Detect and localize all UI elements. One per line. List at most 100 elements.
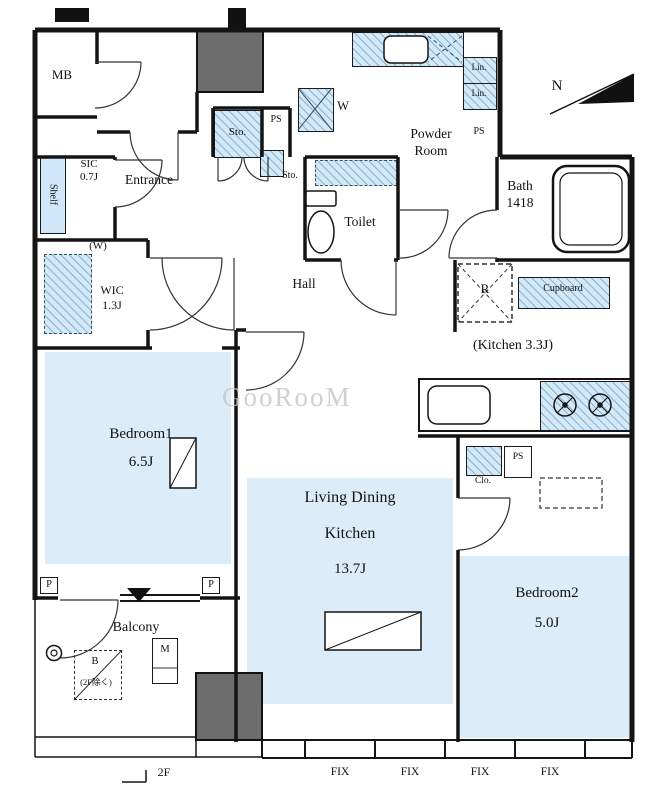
- stove-burners: [553, 393, 612, 417]
- toilet-tank: [305, 190, 337, 207]
- void-blocks: [55, 8, 264, 741]
- gray-shaft-top: [196, 29, 264, 93]
- bedroom1-size-label: 6.5J: [128, 454, 154, 470]
- m-box: [152, 638, 178, 684]
- mb-label: MB: [51, 67, 73, 82]
- wic-shelf-box: [44, 254, 92, 334]
- b-note-label: (2F除く): [80, 677, 112, 687]
- ps-upper-label: PS: [270, 114, 282, 125]
- vanity-mirror-mark: [427, 35, 463, 63]
- storage-door-swing-left: [217, 156, 243, 182]
- fixtures: [45, 35, 635, 701]
- black-block-top-left: [55, 8, 89, 22]
- entry-direction-triangle: [127, 588, 151, 602]
- refrigerator-space: [457, 263, 513, 323]
- ldk-door-swing: [245, 331, 305, 391]
- balcony-drain: [45, 644, 63, 662]
- watermark: GooRooM: [222, 382, 352, 412]
- washer-hookup-label: (W): [89, 240, 107, 252]
- pillar-right-box: [202, 577, 220, 594]
- linen2-box: [463, 83, 497, 110]
- entrance-label: Entrance: [125, 172, 173, 187]
- closet-box: [466, 446, 502, 476]
- b-box: [74, 650, 122, 700]
- powder-door-swing: [399, 209, 449, 259]
- front-door-swing: [129, 131, 179, 181]
- ps-bedroom2-box: [504, 446, 532, 478]
- bedroom1-floor: [45, 352, 231, 564]
- cupboard-label: Cupboard: [543, 283, 583, 294]
- storage-upper-label: Sto.: [228, 126, 247, 138]
- pillar-left-label: P: [46, 579, 52, 590]
- fix-label-4: FIX: [540, 766, 560, 778]
- fix-label-3: FIX: [470, 766, 490, 778]
- fix-label-1: FIX: [330, 766, 350, 778]
- storage-lower-label: Sto.: [282, 170, 298, 181]
- bathtub-inner: [559, 172, 623, 246]
- stove-box: [540, 381, 631, 431]
- storage-upper-box: [214, 110, 263, 158]
- vanity-sink: [383, 35, 429, 64]
- cupboard-box: [518, 277, 610, 309]
- kitchen-sink: [427, 385, 491, 425]
- pillar-left-box: [40, 577, 58, 594]
- wic-size-label: 1.3J: [102, 298, 122, 312]
- mb-door-swing: [94, 61, 142, 109]
- black-block-top-center: [228, 8, 246, 30]
- bedroom2-name-label: Bedroom2: [515, 585, 579, 601]
- hall-label: Hall: [292, 276, 316, 291]
- shelf-label: Shelf: [47, 184, 59, 206]
- m-marker-label: M: [160, 644, 170, 655]
- bath-name-label: Bath: [507, 178, 533, 193]
- gray-shaft-bottom: [195, 672, 263, 741]
- ldk-size-label: 13.7J: [333, 561, 367, 577]
- bedroom2-size-label: 5.0J: [534, 615, 560, 631]
- toilet-shelf: [315, 160, 397, 186]
- closet-label: Clo.: [474, 476, 492, 486]
- compass-north-label: N: [551, 78, 563, 94]
- ldk-floor: [247, 478, 453, 704]
- bath-size-label: 1418: [506, 195, 534, 210]
- wic-door-swing: [149, 257, 223, 331]
- linen1-box: [463, 57, 497, 84]
- toilet-bowl: [307, 210, 335, 254]
- powder-room-label-2: Room: [414, 143, 448, 158]
- balcony-door-swing: [59, 599, 119, 659]
- balcony-outline: [34, 600, 262, 783]
- linen1-label: Lin.: [471, 62, 487, 72]
- ldk-label-2: Kitchen: [324, 525, 376, 542]
- inner-walls: [35, 30, 632, 742]
- sic-name-label: SIC: [80, 158, 98, 170]
- b-marker-label: B: [91, 656, 99, 667]
- bedroom2-floor: [460, 556, 630, 738]
- ps-bedroom2-label: PS: [512, 452, 524, 462]
- compass: [549, 73, 635, 115]
- balcony-label: Balcony: [112, 620, 160, 635]
- linen2-label: Lin.: [471, 88, 487, 98]
- pillar-right-label: P: [208, 579, 214, 590]
- bedroom2-door-swing: [457, 497, 511, 551]
- fix-label-2: FIX: [400, 766, 420, 778]
- outer-walls: [32, 27, 635, 742]
- washer-label: W: [337, 99, 349, 113]
- sic-door-swing: [114, 159, 163, 208]
- floor-2f-tick: [122, 770, 147, 783]
- ps-bath-label: PS: [473, 126, 485, 137]
- ldk-label-1: Living Dining: [304, 489, 396, 506]
- toilet-door-swing: [340, 259, 397, 316]
- toilet-label: Toilet: [344, 214, 376, 229]
- compass-arrow: [578, 74, 634, 104]
- windows: [120, 594, 633, 759]
- bedroom1-name-label: Bedroom1: [109, 426, 173, 442]
- bedroom2-shelf-dashed: [539, 477, 603, 509]
- kitchen-note-label: (Kitchen 3.3J): [472, 338, 554, 353]
- storage-door-swing-right: [243, 156, 269, 182]
- door-swings: [59, 61, 511, 659]
- powder-room-label-1: Powder: [410, 126, 452, 141]
- storage-lower-box: [260, 150, 284, 177]
- bath-door-swing: [448, 209, 498, 259]
- sic-size-label: 0.7J: [79, 171, 99, 183]
- refrigerator-label: R: [480, 281, 490, 296]
